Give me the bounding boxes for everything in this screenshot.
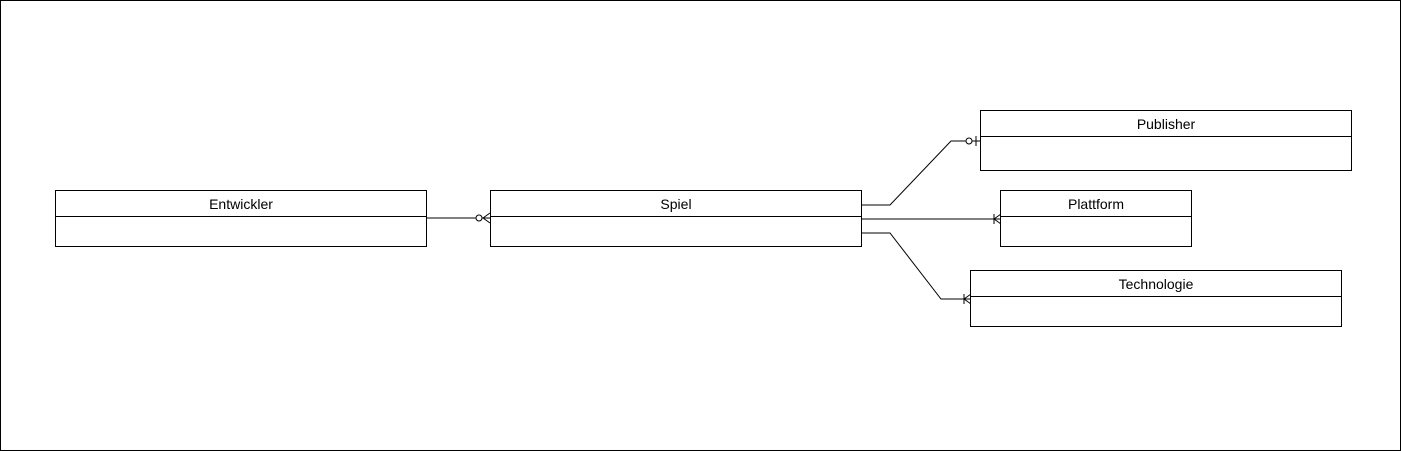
crowfoot-lower <box>993 218 1002 225</box>
relationship-entwickler-spiel <box>426 212 491 224</box>
entity-technologie[interactable]: Technologie <box>970 270 1342 327</box>
entity-spiel[interactable]: Spiel <box>490 190 862 247</box>
entity-entwickler-title: Entwickler <box>56 191 426 217</box>
relationship-spiel-technologie <box>861 232 972 305</box>
crowfoot-upper <box>482 212 491 219</box>
relationship-spiel-plattform <box>861 213 1002 225</box>
entity-spiel-title: Spiel <box>491 191 861 217</box>
entity-publisher-title: Publisher <box>981 111 1351 137</box>
zero-marker <box>475 214 483 222</box>
entity-plattform-title: Plattform <box>1001 191 1191 217</box>
entity-publisher[interactable]: Publisher <box>980 110 1352 171</box>
crowfoot-lower <box>963 298 972 305</box>
entity-entwickler[interactable]: Entwickler <box>55 190 427 247</box>
crowfoot-upper <box>963 293 972 300</box>
zero-marker <box>965 137 973 145</box>
crowfoot-lower <box>482 217 491 224</box>
crowfoot-upper <box>993 213 1002 220</box>
entity-plattform[interactable]: Plattform <box>1000 190 1192 247</box>
entity-technologie-title: Technologie <box>971 271 1341 297</box>
relationship-spiel-publisher <box>861 136 981 206</box>
